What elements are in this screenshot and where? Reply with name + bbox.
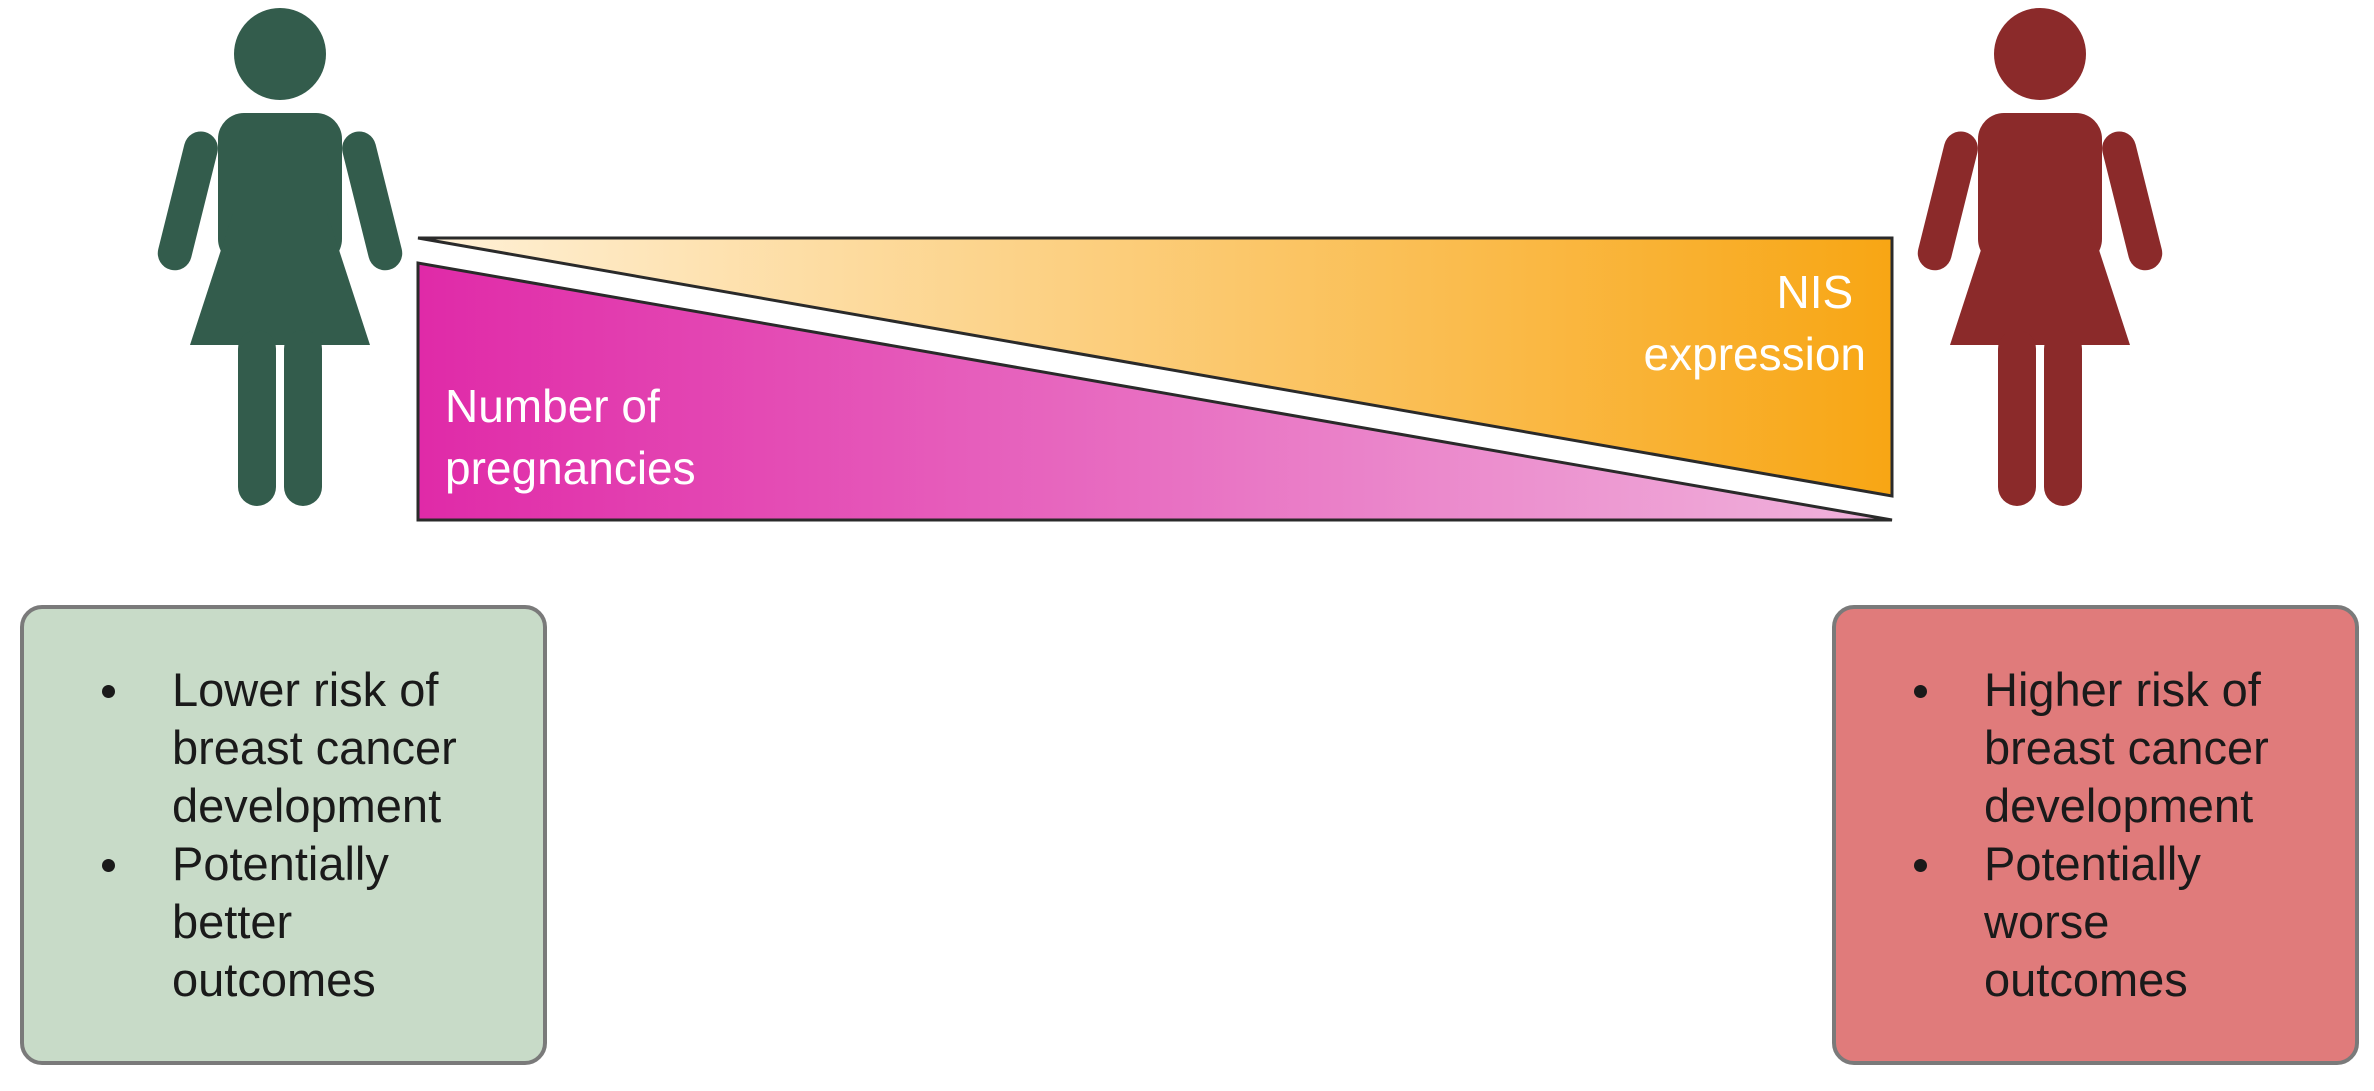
list-item: Higher risk of breast cancer development — [1914, 661, 2334, 835]
list-item: Potentially worse outcomes — [1914, 835, 2334, 1009]
list-item: Potentially better outcomes — [102, 835, 522, 1009]
lower-risk-list: Lower risk of breast cancer development … — [102, 661, 522, 1009]
nis-expression-triangle — [417, 236, 1894, 498]
list-item: Lower risk of breast cancer development — [102, 661, 522, 835]
nis-expression-label: NIS expression — [1644, 266, 1866, 380]
pregnancies-triangle — [416, 261, 1893, 522]
pregnancies-label: Number of pregnancies — [445, 380, 696, 494]
woman-icon — [157, 8, 403, 506]
woman-icon — [1917, 8, 2163, 506]
lower-risk-box: Lower risk of breast cancer development … — [20, 605, 547, 1065]
higher-risk-list: Higher risk of breast cancer development… — [1914, 661, 2334, 1009]
higher-risk-box: Higher risk of breast cancer development… — [1832, 605, 2359, 1065]
